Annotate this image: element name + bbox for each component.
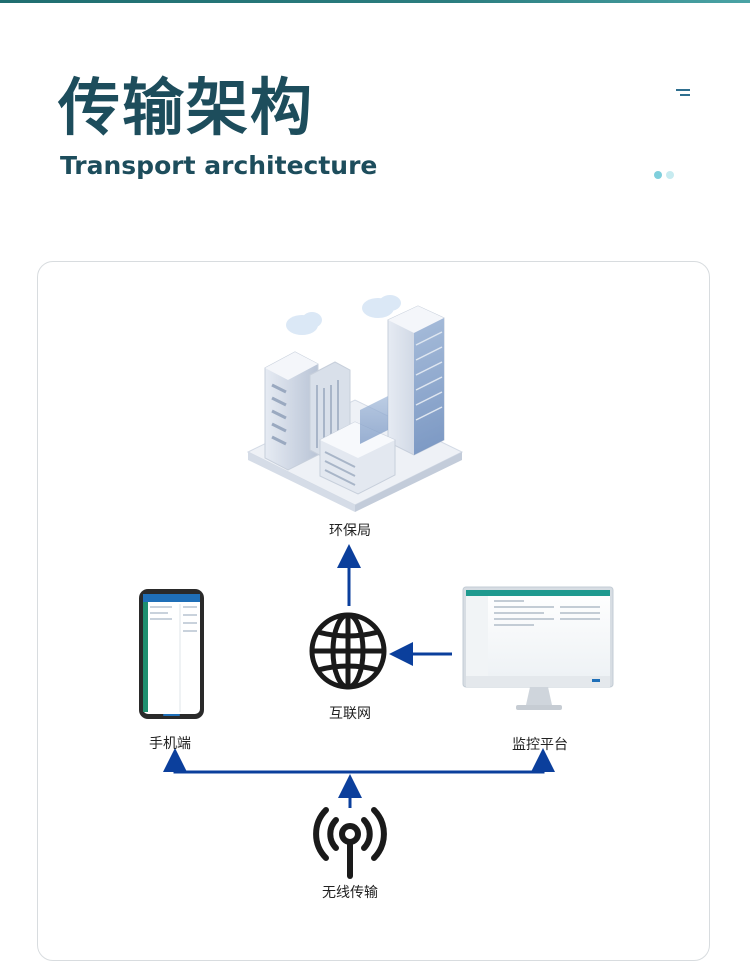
- arrows: [163, 544, 555, 808]
- page-subtitle: Transport architecture: [60, 151, 378, 180]
- connector-line: [173, 762, 545, 774]
- monitor-icon: [462, 586, 614, 710]
- node-label-internet: 互联网: [329, 706, 371, 722]
- top-accent-bar: [0, 0, 750, 3]
- node-label-platform: 监控平台: [512, 737, 568, 753]
- wireless-antenna-icon: [313, 807, 387, 879]
- smartphone-icon: [139, 589, 204, 719]
- decorative-dots: [654, 164, 678, 183]
- globe-icon: [309, 612, 387, 690]
- dot-icon: [666, 171, 674, 179]
- node-label-mobile: 手机端: [149, 736, 191, 752]
- architecture-diagram: [139, 295, 614, 879]
- dot-icon: [654, 171, 662, 179]
- node-label-wireless: 无线传输: [322, 885, 378, 901]
- page-title: 传输架构: [58, 71, 315, 144]
- city-buildings-icon: [246, 295, 464, 512]
- menu-icon[interactable]: [676, 89, 690, 97]
- node-label-epb: 环保局: [329, 523, 371, 539]
